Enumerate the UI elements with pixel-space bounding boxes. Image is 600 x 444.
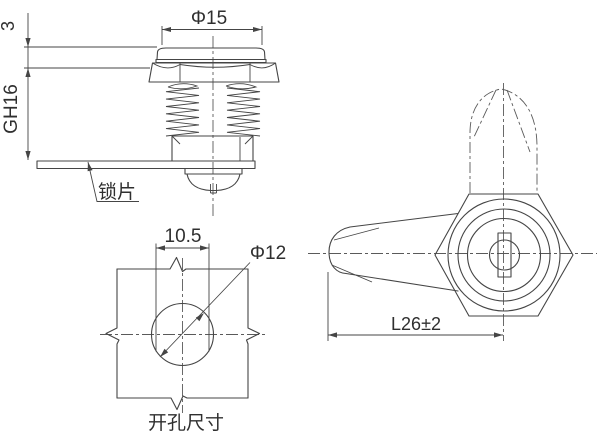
key-slot	[497, 232, 512, 278]
lock-plate-callout: 锁片	[87, 161, 139, 203]
hole-circle	[150, 302, 215, 367]
thread-runout	[167, 83, 258, 90]
dim-head-diameter-label: Φ15	[191, 8, 227, 29]
key-boss-circle	[488, 239, 521, 271]
lock-lower-body	[171, 135, 254, 162]
panel-cutout-view: 10.5 Φ12 开孔尺寸	[100, 226, 286, 434]
dim-head-diameter: Φ15	[161, 8, 263, 45]
front-hex-nut	[434, 193, 574, 317]
cutout-caption: 开孔尺寸	[148, 412, 224, 434]
dim-flat-width-label: 10.5	[165, 226, 202, 247]
threads-left	[165, 87, 200, 137]
mounting-hole	[150, 243, 215, 367]
cam-fixing-cap	[184, 167, 243, 194]
side-section-view: Φ15 3 GH16 锁片	[0, 8, 280, 218]
lock-plate-callout-label: 锁片	[98, 181, 136, 203]
dim-hole-diameter: Φ12	[159, 243, 286, 358]
hole-flats	[155, 243, 210, 352]
dim-flat-width: 10.5	[156, 226, 209, 251]
lock-plate	[36, 160, 256, 170]
front-view: L26±2	[308, 83, 597, 341]
dim-cam-length-label: L26±2	[391, 314, 441, 334]
cam-tongue	[328, 212, 459, 292]
lock-body-circle	[457, 208, 551, 302]
lock-head	[155, 47, 267, 64]
panel-outline	[105, 256, 261, 411]
cylinder-face-circle	[466, 217, 542, 293]
dim-grip-height-label: GH16	[1, 84, 22, 134]
hex-nut	[148, 62, 280, 83]
phantom-cam-rotated	[469, 88, 538, 193]
dim-head-height-and-grip: 3 GH16	[0, 13, 157, 160]
threads-right	[226, 87, 261, 137]
dim-head-height-label: 3	[0, 21, 18, 31]
threaded-body	[165, 83, 261, 137]
dim-cam-length: L26±2	[327, 272, 503, 341]
screw-slot	[210, 184, 217, 194]
nut-chamfer-circle	[447, 198, 561, 312]
dim-hole-diameter-label: Φ12	[250, 243, 286, 264]
